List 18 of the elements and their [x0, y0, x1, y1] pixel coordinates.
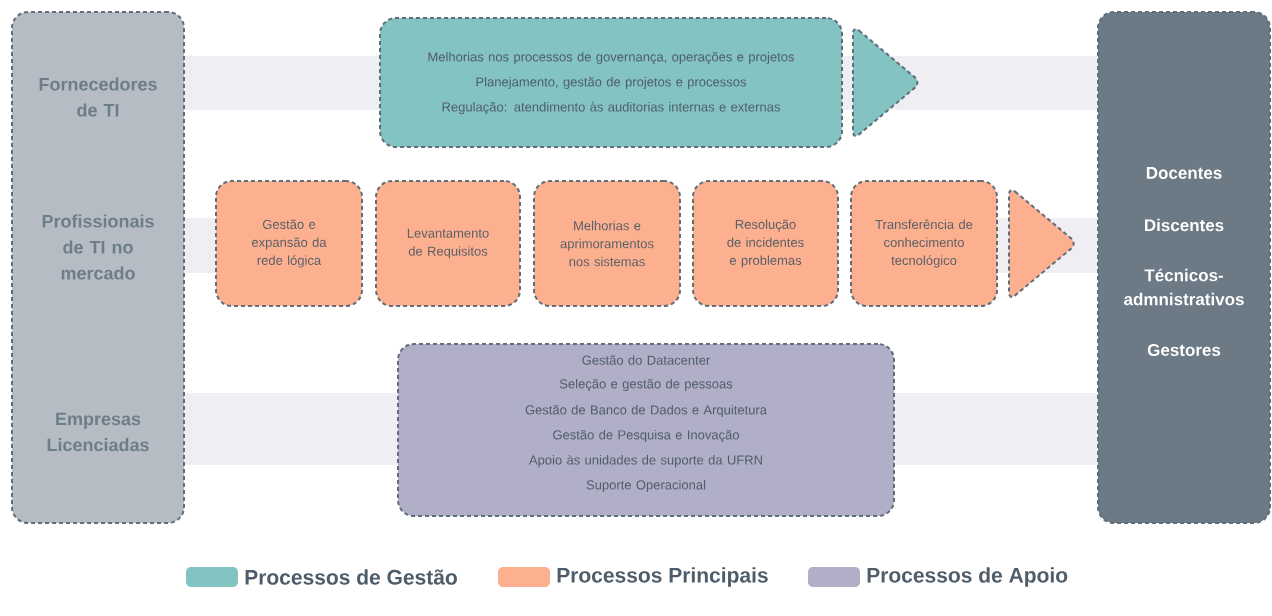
process-box: Melhorias e aprimoramentos nos sistemas: [533, 180, 681, 307]
process-box: Melhorias nos processos de governança, operações e projetos Planejamento, gestão de projetos e processos Regulação: atendimento às auditorias internas e externas: [379, 17, 843, 148]
process-box: Transferência de conhecimento tecnológico: [850, 180, 998, 307]
band: [894, 393, 1098, 465]
chevron-arrow: [852, 28, 919, 137]
legend-label: Processos de Gestão: [245, 569, 457, 585]
audience-panel: Docentes Discentes Técnicos-admnistrativos Gestores: [1097, 11, 1271, 524]
process-box: Gestão e expansão da rede lógica: [215, 180, 363, 307]
process-box: Resolução de incidentes e problemas: [692, 180, 839, 307]
chevron-arrow: [1008, 189, 1075, 298]
band: [184, 393, 398, 465]
legend-label: Processos Principais: [557, 567, 768, 587]
band: [184, 56, 380, 110]
legend-label: Processos de Apoio: [867, 567, 1068, 587]
band: [184, 218, 216, 273]
source-panel: Fornecedores de TI Profissionais de TI no mercado Empresas Licenciadas: [11, 11, 185, 524]
process-box: Gestão do Datacenter Seleção e gestão de pessoas Gestão de Banco de Dados e Arquitetura Gestão de Pesquisa e Inovação Apoio às unidades de suporte da UFRN Suporte Operacional: [397, 343, 895, 517]
process-box: Levantamento de Requisitos: [375, 180, 521, 307]
